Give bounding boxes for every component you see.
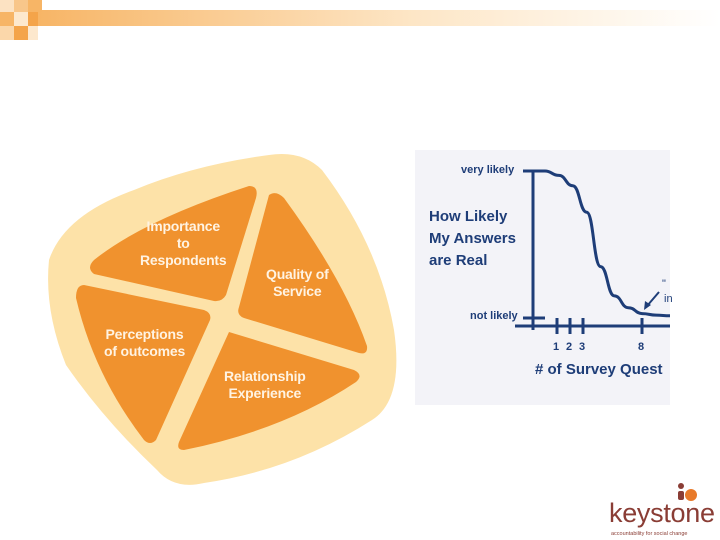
label-line: Respondents xyxy=(140,252,227,268)
keystone-logo: keystone accountability for social chang… xyxy=(605,480,715,540)
logo-tagline: accountability for social change xyxy=(611,531,688,537)
quadrant-label-importance: Importance to Respondents xyxy=(140,218,227,269)
annotation-arrow-head xyxy=(644,301,651,310)
logo-mark-icon xyxy=(678,483,697,501)
x-tick-label: 8 xyxy=(638,341,645,353)
y-label-bottom: not likely xyxy=(470,310,518,322)
x-axis-label: # of Survey Quest xyxy=(535,361,663,378)
x-tick-label: 2 xyxy=(566,341,573,353)
likelihood-curve xyxy=(544,169,670,318)
quadrant-shapes xyxy=(48,154,397,485)
top-decorative-bar xyxy=(0,0,720,48)
quadrant-quality xyxy=(238,193,368,354)
label-line: Relationship xyxy=(224,368,306,384)
label-line: to xyxy=(176,235,190,251)
quadrant-label-quality: Quality of Service xyxy=(266,266,329,300)
logo-wordmark: keystone xyxy=(609,498,715,528)
annotation-arrow xyxy=(646,291,660,307)
x-tick-label: 1 xyxy=(553,341,560,353)
title-line: How Likely xyxy=(429,208,508,225)
quadrant-label-relationship: Relationship Experience xyxy=(224,368,306,402)
corner-squares-graphic xyxy=(0,0,720,40)
x-tick-label: 3 xyxy=(579,341,586,353)
annotation-text: " xyxy=(662,278,666,290)
label-line: Service xyxy=(273,283,322,299)
annotation-text: in xyxy=(664,293,673,305)
y-label-top: very likely xyxy=(461,164,515,176)
chart-title: How Likely My Answers are Real xyxy=(429,206,516,272)
quadrant-importance xyxy=(90,186,257,302)
likelihood-chart: How Likely My Answers are Real very like… xyxy=(415,150,673,405)
label-line: Quality of xyxy=(266,266,329,282)
quadrant-diagram: Importance to Respondents Quality of Ser… xyxy=(44,150,404,490)
label-line: Importance xyxy=(146,218,221,234)
title-line: are Real xyxy=(429,252,488,269)
quadrant-perceptions xyxy=(76,285,211,443)
quadrant-relationship xyxy=(178,332,360,450)
label-line: of outcomes xyxy=(104,343,186,359)
label-line: Perceptions xyxy=(105,326,184,342)
chart-canvas xyxy=(515,169,670,334)
quadrant-label-perceptions: Perceptions of outcomes xyxy=(104,326,185,360)
title-line: My Answers xyxy=(429,230,516,247)
label-line: Experience xyxy=(228,385,302,401)
